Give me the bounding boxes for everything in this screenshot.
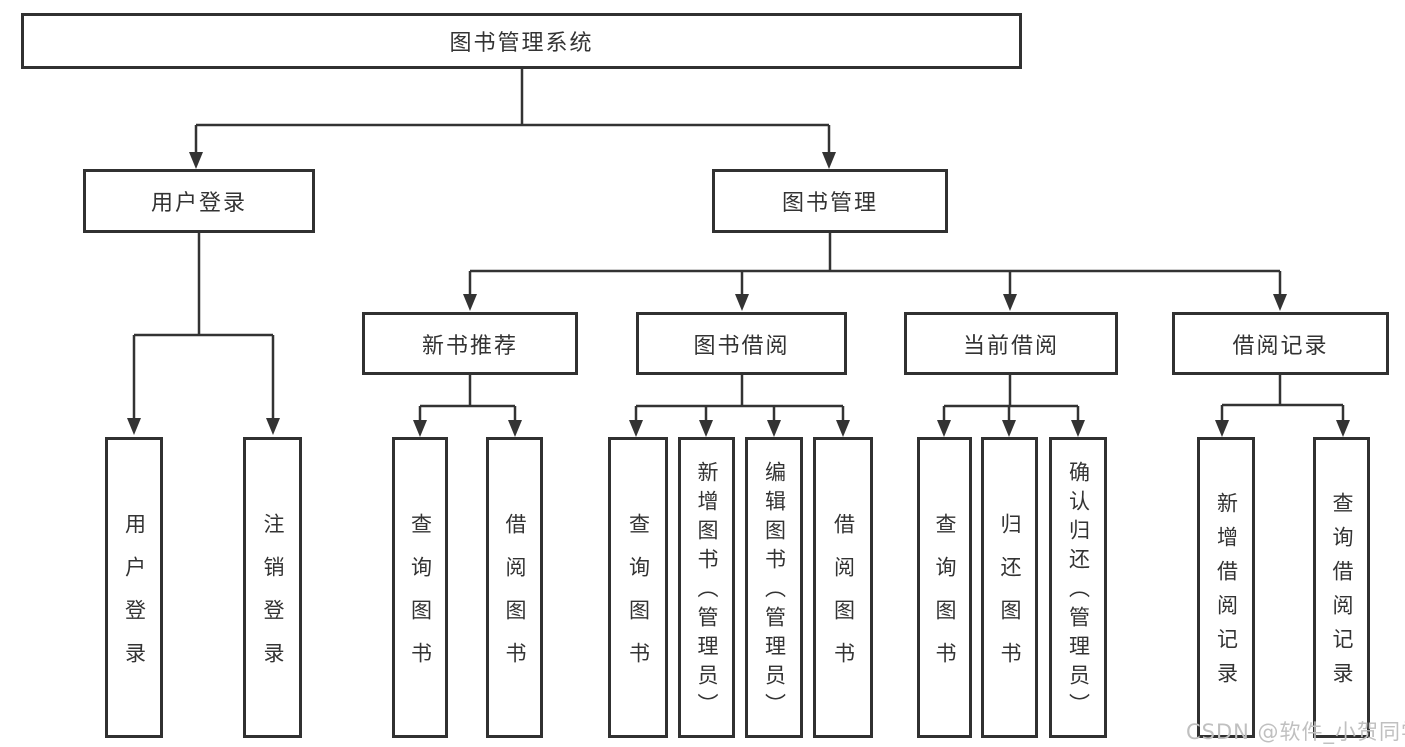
connector-new-books-branch	[418, 375, 517, 421]
arrowhead	[822, 152, 836, 169]
leaf-label: 编辑图书（管理员）	[762, 461, 787, 722]
arrowhead	[1003, 294, 1017, 311]
leaf-label: 注销登录	[261, 512, 285, 685]
leaf-label: 借阅图书	[503, 512, 527, 685]
arrowhead	[1215, 420, 1229, 437]
arrowhead	[189, 152, 203, 169]
arrowhead	[735, 294, 749, 311]
arrowhead	[699, 420, 713, 437]
arrowhead	[463, 294, 477, 311]
leaf-bb-borrow-books: 借阅图书	[813, 437, 873, 738]
node-root: 图书管理系统	[21, 13, 1022, 69]
leaf-label: 确认归还（管理员）	[1066, 461, 1091, 722]
arrowhead	[508, 420, 522, 437]
arrowhead	[629, 420, 643, 437]
leaf-cb-return-books: 归还图书	[981, 437, 1038, 738]
arrowhead	[1002, 420, 1016, 437]
node-current-borrow: 当前借阅	[904, 312, 1118, 375]
node-user-login: 用户登录	[83, 169, 315, 233]
connector-current-borrow-branch	[942, 375, 1080, 421]
leaf-nb-query-books: 查询图书	[392, 437, 448, 738]
leaf-label: 新增图书（管理员）	[695, 461, 719, 722]
leaf-label: 查询图书	[408, 512, 433, 685]
arrowhead	[937, 420, 951, 437]
leaf-user-login: 用户登录	[105, 437, 163, 738]
leaf-label: 借阅图书	[831, 512, 856, 685]
connector-borrow-records-branch	[1220, 375, 1345, 421]
leaf-bb-edit-books-admin: 编辑图书（管理员）	[745, 437, 803, 738]
node-book-mgmt: 图书管理	[712, 169, 948, 233]
leaf-label: 用户登录	[122, 512, 147, 685]
leaf-cb-confirm-return-admin: 确认归还（管理员）	[1049, 437, 1107, 738]
node-new-books: 新书推荐	[362, 312, 578, 375]
leaf-label: 归还图书	[998, 512, 1022, 685]
arrowhead	[266, 418, 280, 435]
leaf-bb-query-books: 查询图书	[608, 437, 668, 738]
leaf-br-query-record: 查询借阅记录	[1313, 437, 1370, 738]
leaf-cb-query-books: 查询图书	[917, 437, 972, 738]
node-book-borrow: 图书借阅	[636, 312, 847, 375]
arrowhead	[413, 420, 427, 437]
leaf-logout: 注销登录	[243, 437, 302, 738]
leaf-nb-borrow-books: 借阅图书	[486, 437, 543, 738]
leaf-br-add-record: 新增借阅记录	[1197, 437, 1255, 738]
node-borrow-records: 借阅记录	[1172, 312, 1389, 375]
watermark: CSDN @软件_小贺同学	[1186, 720, 1405, 744]
arrowhead	[1071, 420, 1085, 437]
arrowhead	[836, 420, 850, 437]
arrowhead	[1273, 294, 1287, 311]
leaf-label: 查询图书	[626, 512, 651, 685]
leaf-label: 新增借阅记录	[1214, 492, 1239, 696]
arrowhead	[1336, 420, 1350, 437]
connector-book-mgmt-to-level3	[468, 232, 1282, 295]
connector-book-borrow-branch	[634, 375, 845, 421]
connector-user-login-branch	[132, 232, 275, 419]
arrowhead	[767, 420, 781, 437]
leaf-label: 查询图书	[933, 512, 957, 685]
leaf-bb-add-books-admin: 新增图书（管理员）	[678, 437, 735, 738]
leaf-label: 查询借阅记录	[1330, 492, 1354, 696]
connector-root-to-level2	[194, 68, 831, 153]
arrowhead	[127, 418, 141, 435]
